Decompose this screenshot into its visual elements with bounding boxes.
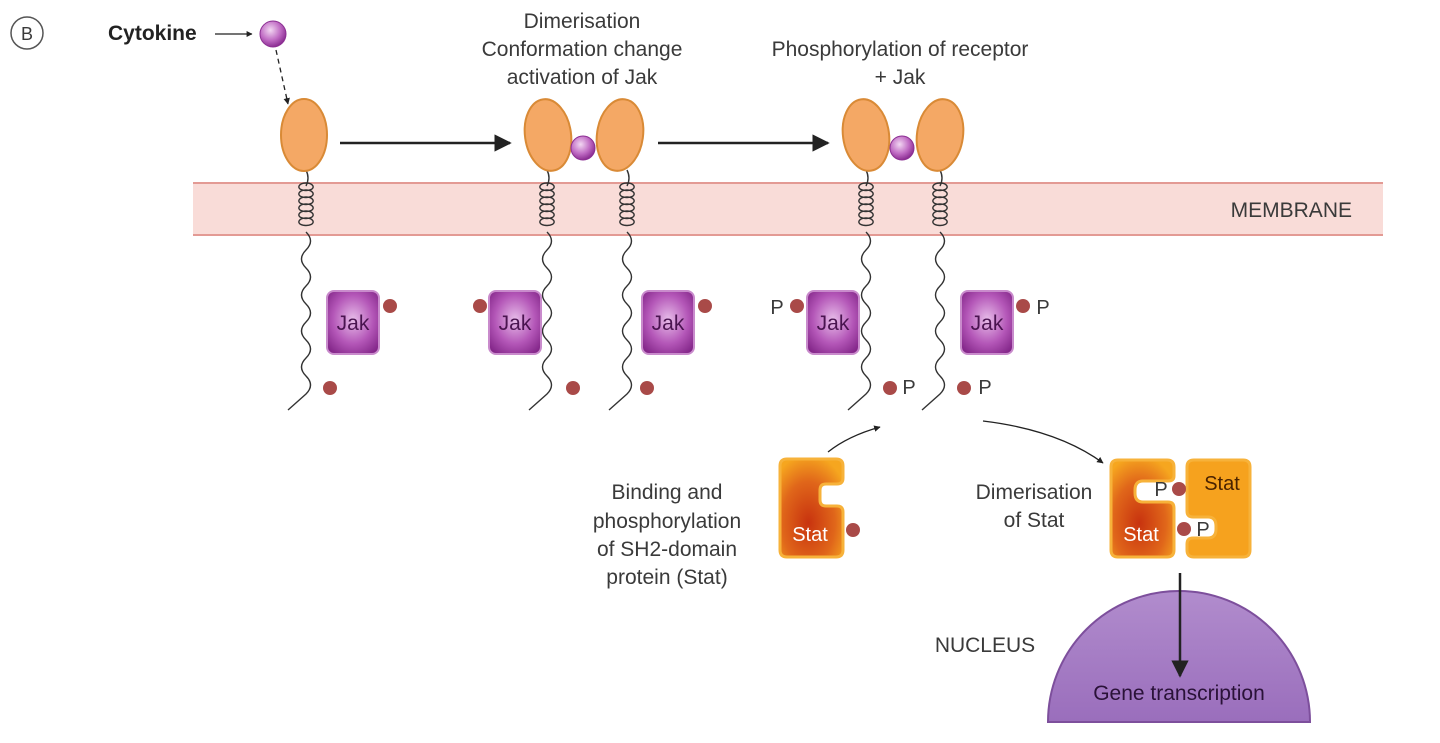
step2-line-1: Dimerisation (524, 10, 641, 33)
stat-dimer-phospho-dot-2 (1177, 522, 1191, 536)
step3-line-2: + Jak (875, 66, 926, 89)
receptor-head (841, 98, 891, 172)
jak-kinase-2b: Jak (641, 290, 695, 355)
cytokine-label: Cytokine (108, 22, 197, 45)
stat-dimer-right-label: Stat (1204, 473, 1240, 495)
jak-kinase-2a: Jak (488, 290, 542, 355)
dimer-line-2: of Stat (1004, 509, 1065, 532)
step2-line-3: activation of Jak (507, 66, 658, 89)
jak-box (641, 290, 695, 355)
phospho-dot-4 (566, 381, 580, 395)
phospho-p-label: P (902, 377, 915, 399)
cytokine-ligand (259, 20, 287, 48)
membrane-label: MEMBRANE (1231, 199, 1352, 222)
receptor-helix (539, 182, 555, 227)
stat-monomer-label: Stat (792, 524, 828, 546)
receptor-group (280, 98, 965, 411)
jak-group: Jak Jak Jak Jak Jak (326, 290, 1014, 355)
panel-badge: B (10, 16, 44, 50)
receptor-head (595, 98, 645, 172)
jak-kinase-3a: Jak (806, 290, 860, 355)
stat-recruit-arrow (827, 425, 881, 453)
phospho-dot-5 (698, 299, 712, 313)
receptor-neck (865, 169, 869, 187)
stat-dimer-right-shape (1185, 458, 1252, 559)
jak-box (806, 290, 860, 355)
jak-label: Jak (971, 312, 1004, 335)
binding-line-4: protein (Stat) (606, 566, 727, 589)
stat-dimer-left-label: Stat (1123, 524, 1159, 546)
phospho-dot-1 (383, 299, 397, 313)
receptor-r2b (595, 98, 645, 411)
receptor-r2a (523, 98, 573, 411)
stat-dimer-p-label-2: P (1196, 519, 1209, 541)
receptor-r3a (841, 98, 891, 411)
stat-dimer-p-label-1: P (1154, 479, 1167, 501)
panel-label: B (21, 24, 33, 44)
stat-monomer-phospho-dot (846, 523, 860, 537)
receptor-tail (847, 231, 872, 411)
binding-line-1: Binding and (612, 481, 723, 504)
cytokine-binding-arrow (275, 49, 290, 105)
jak-label: Jak (817, 312, 850, 335)
receptor-helix (298, 182, 314, 227)
receptor-helix (619, 182, 635, 227)
receptor-neck (546, 169, 550, 187)
stat-dimer: Stat Stat P P (1109, 458, 1252, 559)
phospho-dot-3 (473, 299, 487, 313)
receptor-neck (305, 169, 309, 187)
receptor-tail (528, 231, 553, 411)
receptor-r3b (915, 98, 965, 411)
gene-transcription-label: Gene transcription (1093, 682, 1265, 705)
stat-dimer-left-shape (1109, 458, 1176, 559)
phospho-p-label: P (1036, 297, 1049, 319)
receptor-head (915, 98, 965, 172)
jak-label: Jak (499, 312, 532, 335)
jak-label: Jak (337, 312, 370, 335)
receptor-r1 (280, 98, 328, 411)
phospho-dot-8 (883, 381, 897, 395)
phospho-p-label: P (770, 297, 783, 319)
phospho-dot-9 (1016, 299, 1030, 313)
step3-line-1: Phosphorylation of receptor (772, 38, 1029, 61)
jak-label: Jak (652, 312, 685, 335)
binding-line-2: phosphorylation (593, 510, 741, 533)
cytokine-bound-step3 (889, 135, 915, 161)
receptor-neck (626, 169, 630, 187)
jak-box (960, 290, 1014, 355)
receptor-tail (608, 231, 633, 411)
stat-monomer: Stat (778, 457, 860, 559)
dimer-line-1: Dimerisation (976, 481, 1093, 504)
receptor-head (280, 98, 328, 172)
receptor-helix (932, 182, 948, 227)
receptor-tail (287, 231, 312, 411)
nucleus-label: NUCLEUS (935, 634, 1035, 657)
jak-kinase-1: Jak (326, 290, 380, 355)
phospho-dot-7 (790, 299, 804, 313)
cytokine-bound-step2 (570, 135, 596, 161)
stat-dimer-phospho-dot-1 (1172, 482, 1186, 496)
receptor-helix (858, 182, 874, 227)
binding-line-3: of SH2-domain (597, 538, 737, 561)
jak-kinase-3b: Jak (960, 290, 1014, 355)
phospho-dot-6 (640, 381, 654, 395)
jak-box (488, 290, 542, 355)
jak-box (326, 290, 380, 355)
membrane-band (193, 183, 1383, 235)
receptor-head (523, 98, 573, 172)
stat-monomer-shape (778, 457, 845, 559)
phospho-dot-2 (323, 381, 337, 395)
step2-line-2: Conformation change (482, 38, 683, 61)
receptor-neck (939, 169, 943, 187)
phospho-dot-10 (957, 381, 971, 395)
phospho-group: P P P P (323, 297, 1050, 399)
stat-release-arrow (982, 420, 1104, 464)
phospho-p-label: P (978, 377, 991, 399)
receptor-tail (921, 231, 946, 411)
